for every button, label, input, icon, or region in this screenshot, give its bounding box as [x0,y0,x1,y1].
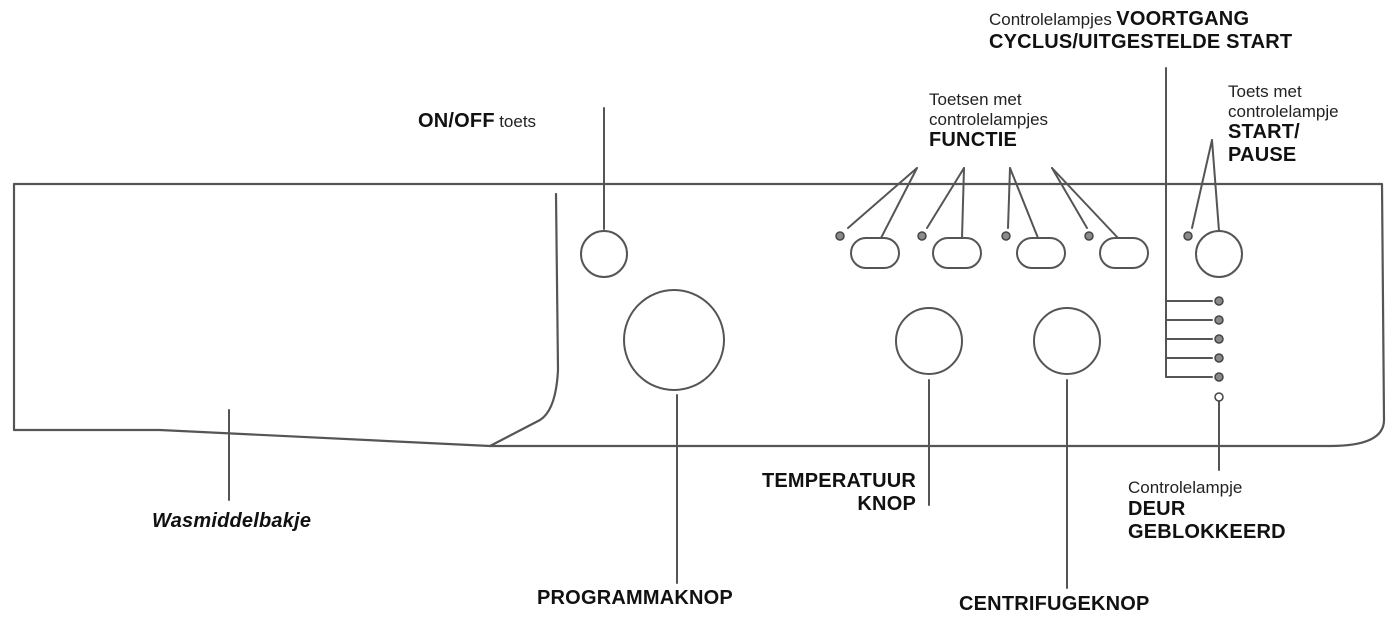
door-locked-bold1: DEUR [1128,497,1186,520]
program-knob-shape [623,289,725,391]
functie-leader-3a [1007,167,1011,229]
temperature-line1: TEMPERATUUR [761,470,916,492]
progress-lamp-1 [1214,296,1224,306]
start-pause-line1: Toets met [1228,82,1302,101]
onoff-label-bold: ON/OFF [418,110,495,132]
temperature-knob-shape [895,307,963,375]
progress-lamp-5 [1214,372,1224,382]
function-button-4-shape [1099,237,1149,269]
functie-leader-2b [961,167,965,239]
function-button-1-shape [850,237,900,269]
start-pause-button-shape [1195,230,1243,278]
function-lamp-2 [917,231,927,241]
progress-lamp-2 [1214,315,1224,325]
function-button-2-shape [932,237,982,269]
start-pause-label: Toets met controlelampje START/ PAUSE [1228,82,1339,167]
progress-lamp-3 [1214,334,1224,344]
functie-line1: Toetsen met [929,90,1022,109]
functie-bold: FUNCTIE [929,129,1018,152]
start-pause-bold1: START/ [1228,121,1300,144]
door-locked-label: Controlelampje DEUR GEBLOKKEERD [1128,478,1286,544]
start-leader-a [1191,139,1213,229]
voortgang-bold2: CYCLUS/UITGESTELDE START [989,31,1293,53]
functie-leader-4a [1051,167,1088,229]
onoff-button-shape [580,230,628,278]
function-lamp-4 [1084,231,1094,241]
function-lamp-3 [1001,231,1011,241]
temperature-line2: KNOP [857,493,916,515]
functie-leader-4b [1051,167,1119,239]
function-lamp-1 [835,231,845,241]
start-leader-b [1211,139,1220,232]
spin-knob-label: CENTRIFUGEKNOP [959,593,1150,615]
functie-label: Toetsen met controlelampjes FUNCTIE [929,90,1048,152]
start-pause-bold2: PAUSE [1228,144,1297,167]
functie-line2: controlelampjes [929,109,1049,129]
program-knob-label: PROGRAMMAKNOP [537,587,733,609]
door-locked-normal: Controlelampje [1128,478,1243,497]
start-pause-line2: controlelampje [1228,101,1339,121]
function-button-3-shape [1016,237,1066,269]
voortgang-label: Controlelampjes VOORTGANG CYCLUS/UITGEST… [989,8,1292,54]
voortgang-normal: Controlelampjes [989,10,1112,29]
progress-lamp-4 [1214,353,1224,363]
functie-leader-1b [880,167,918,239]
door-locked-lamp [1214,392,1224,402]
panel-outline [12,182,1386,448]
detergent-drawer-edge [488,192,560,448]
functie-leader-2a [926,167,965,229]
onoff-label: ON/OFF toets [418,110,536,133]
functie-leader-3b [1009,167,1039,239]
spin-knob-shape [1033,307,1101,375]
start-pause-lamp [1183,231,1193,241]
door-locked-bold2: GEBLOKKEERD [1128,520,1286,543]
onoff-label-normal: toets [499,112,537,131]
functie-leader-1a [847,167,918,229]
voortgang-bold1: VOORTGANG [1116,8,1250,30]
temperature-knob-label: TEMPERATUUR KNOP [706,470,916,516]
detergent-drawer-label: Wasmiddelbakje [152,510,312,532]
